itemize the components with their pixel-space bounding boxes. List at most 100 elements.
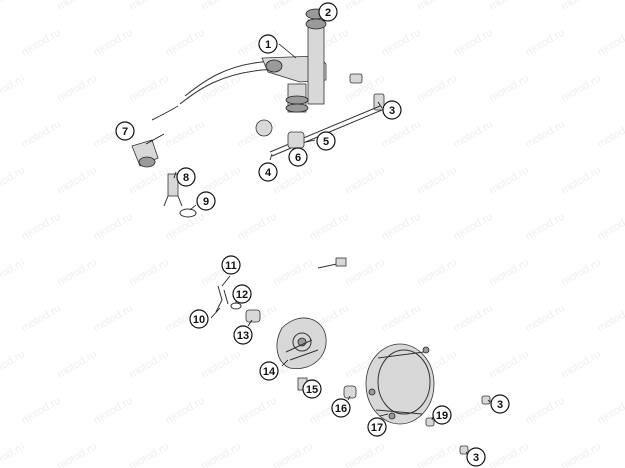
watermark-text: motod.ru xyxy=(523,118,567,150)
washer xyxy=(179,208,197,218)
sensor-thread xyxy=(163,195,183,207)
watermark-text: motod.ru xyxy=(199,348,243,380)
sleeve-bushing xyxy=(287,131,305,149)
watermark-text: motod.ru xyxy=(415,0,459,13)
watermark-text: motod.ru xyxy=(487,256,531,288)
watermark-text: motod.ru xyxy=(451,118,495,150)
watermark-text: motod.ru xyxy=(91,210,135,242)
watermark-text: motod.ru xyxy=(595,210,625,242)
callout-label: 6 xyxy=(295,152,301,164)
cover-edges xyxy=(375,351,425,415)
watermark-text: motod.ru xyxy=(415,440,459,468)
callout-label: 3 xyxy=(497,399,503,411)
cover-inner xyxy=(377,349,431,415)
watermark-text: motod.ru xyxy=(559,0,603,13)
callout-11: 11 xyxy=(221,255,241,275)
callout-circle xyxy=(367,417,387,437)
callout-label: 2 xyxy=(325,7,331,19)
cover-bolt-a xyxy=(368,388,376,396)
watermark-text: motod.ru xyxy=(307,210,351,242)
watermark-text: motod.ru xyxy=(55,348,99,380)
leader-13 xyxy=(247,319,253,327)
watermark-text: motod.ru xyxy=(91,394,135,426)
stator-hub xyxy=(292,332,312,352)
watermark-text: motod.ru xyxy=(595,394,625,426)
watermark-text: motod.ru xyxy=(0,72,27,104)
watermark-text: motod.ru xyxy=(91,26,135,58)
spacer-bushing xyxy=(255,119,273,137)
watermark-text: motod.ru xyxy=(487,72,531,104)
callout-15: 15 xyxy=(302,379,322,399)
watermark-text: motod.ru xyxy=(19,210,63,242)
watermark-text: motod.ru xyxy=(0,440,27,468)
callout-10: 10 xyxy=(189,309,209,329)
callout-label: 1 xyxy=(265,39,271,51)
seal-ring-second xyxy=(305,18,327,30)
watermark-text: motod.ru xyxy=(487,440,531,468)
callout-8: 8 xyxy=(176,167,196,187)
callout-16: 16 xyxy=(331,398,351,418)
callout-1: 1 xyxy=(258,34,278,54)
watermark-text: motod.ru xyxy=(487,0,531,13)
watermark-text: motod.ru xyxy=(379,210,423,242)
callout-3-right: 3 xyxy=(490,394,510,414)
cable-connector xyxy=(335,257,347,267)
watermark-text: motod.ru xyxy=(271,440,315,468)
callout-circle xyxy=(432,405,452,425)
leader-8 xyxy=(173,171,177,179)
small-fitting xyxy=(349,73,363,84)
watermark-text: motod.ru xyxy=(127,72,171,104)
clip-pieces xyxy=(215,285,229,313)
callout-circle xyxy=(302,379,322,399)
leader-4 xyxy=(269,153,273,161)
watermark-text: motod.ru xyxy=(55,164,99,196)
leader-11 xyxy=(221,275,231,287)
watermark-text: motod.ru xyxy=(559,72,603,104)
callout-label: 12 xyxy=(236,289,248,301)
hose-tail xyxy=(151,105,179,121)
watermark-text: motod.ru xyxy=(127,256,171,288)
bushing-16 xyxy=(343,385,357,399)
leader-5 xyxy=(305,139,316,143)
callout-circle xyxy=(258,34,278,54)
leader-lines xyxy=(145,9,491,455)
callout-13: 13 xyxy=(233,325,253,345)
callout-label: 8 xyxy=(183,172,189,184)
callout-17: 17 xyxy=(367,417,387,437)
watermark-text: motod.ru xyxy=(0,348,27,380)
watermark-text: motod.ru xyxy=(379,118,423,150)
callout-12: 12 xyxy=(232,284,252,304)
watermark-text: motod.ru xyxy=(127,440,171,468)
watermark-text: motod.ru xyxy=(55,72,99,104)
callout-label: 10 xyxy=(193,314,205,326)
watermark-text: motod.ru xyxy=(163,118,207,150)
leader-16 xyxy=(347,395,351,401)
seal-ring-lower-a xyxy=(285,95,309,105)
watermark-text: motod.ru xyxy=(127,0,171,13)
watermark-text: motod.ru xyxy=(235,210,279,242)
watermark-text: motod.ru xyxy=(199,0,243,13)
leader-1 xyxy=(278,43,297,59)
watermark-text: motod.ru xyxy=(271,164,315,196)
watermark-text: motod.ru xyxy=(55,0,99,13)
watermark-text: motod.ru xyxy=(19,394,63,426)
watermark-text: motod.ru xyxy=(523,26,567,58)
seal-ring-lower-b xyxy=(285,103,309,113)
callout-label: 11 xyxy=(225,260,237,272)
callout-circle xyxy=(176,167,196,187)
watermark-text: motod.ru xyxy=(343,164,387,196)
watermark-text: motod.ru xyxy=(379,26,423,58)
watermark-text: motod.ru xyxy=(523,394,567,426)
watermark-text: motod.ru xyxy=(127,164,171,196)
watermark-text: motod.ru xyxy=(415,164,459,196)
watermark-text: motod.ru xyxy=(0,164,27,196)
callout-6: 6 xyxy=(288,147,308,167)
callout-3-bottom: 3 xyxy=(466,447,486,467)
cap-seal xyxy=(138,156,156,168)
hose-line-lower xyxy=(179,67,301,105)
callout-circle xyxy=(189,309,209,329)
callout-circle xyxy=(466,447,486,467)
callout-circle xyxy=(232,284,252,304)
watermark-text: motod.ru xyxy=(199,72,243,104)
callout-4: 4 xyxy=(258,162,278,182)
